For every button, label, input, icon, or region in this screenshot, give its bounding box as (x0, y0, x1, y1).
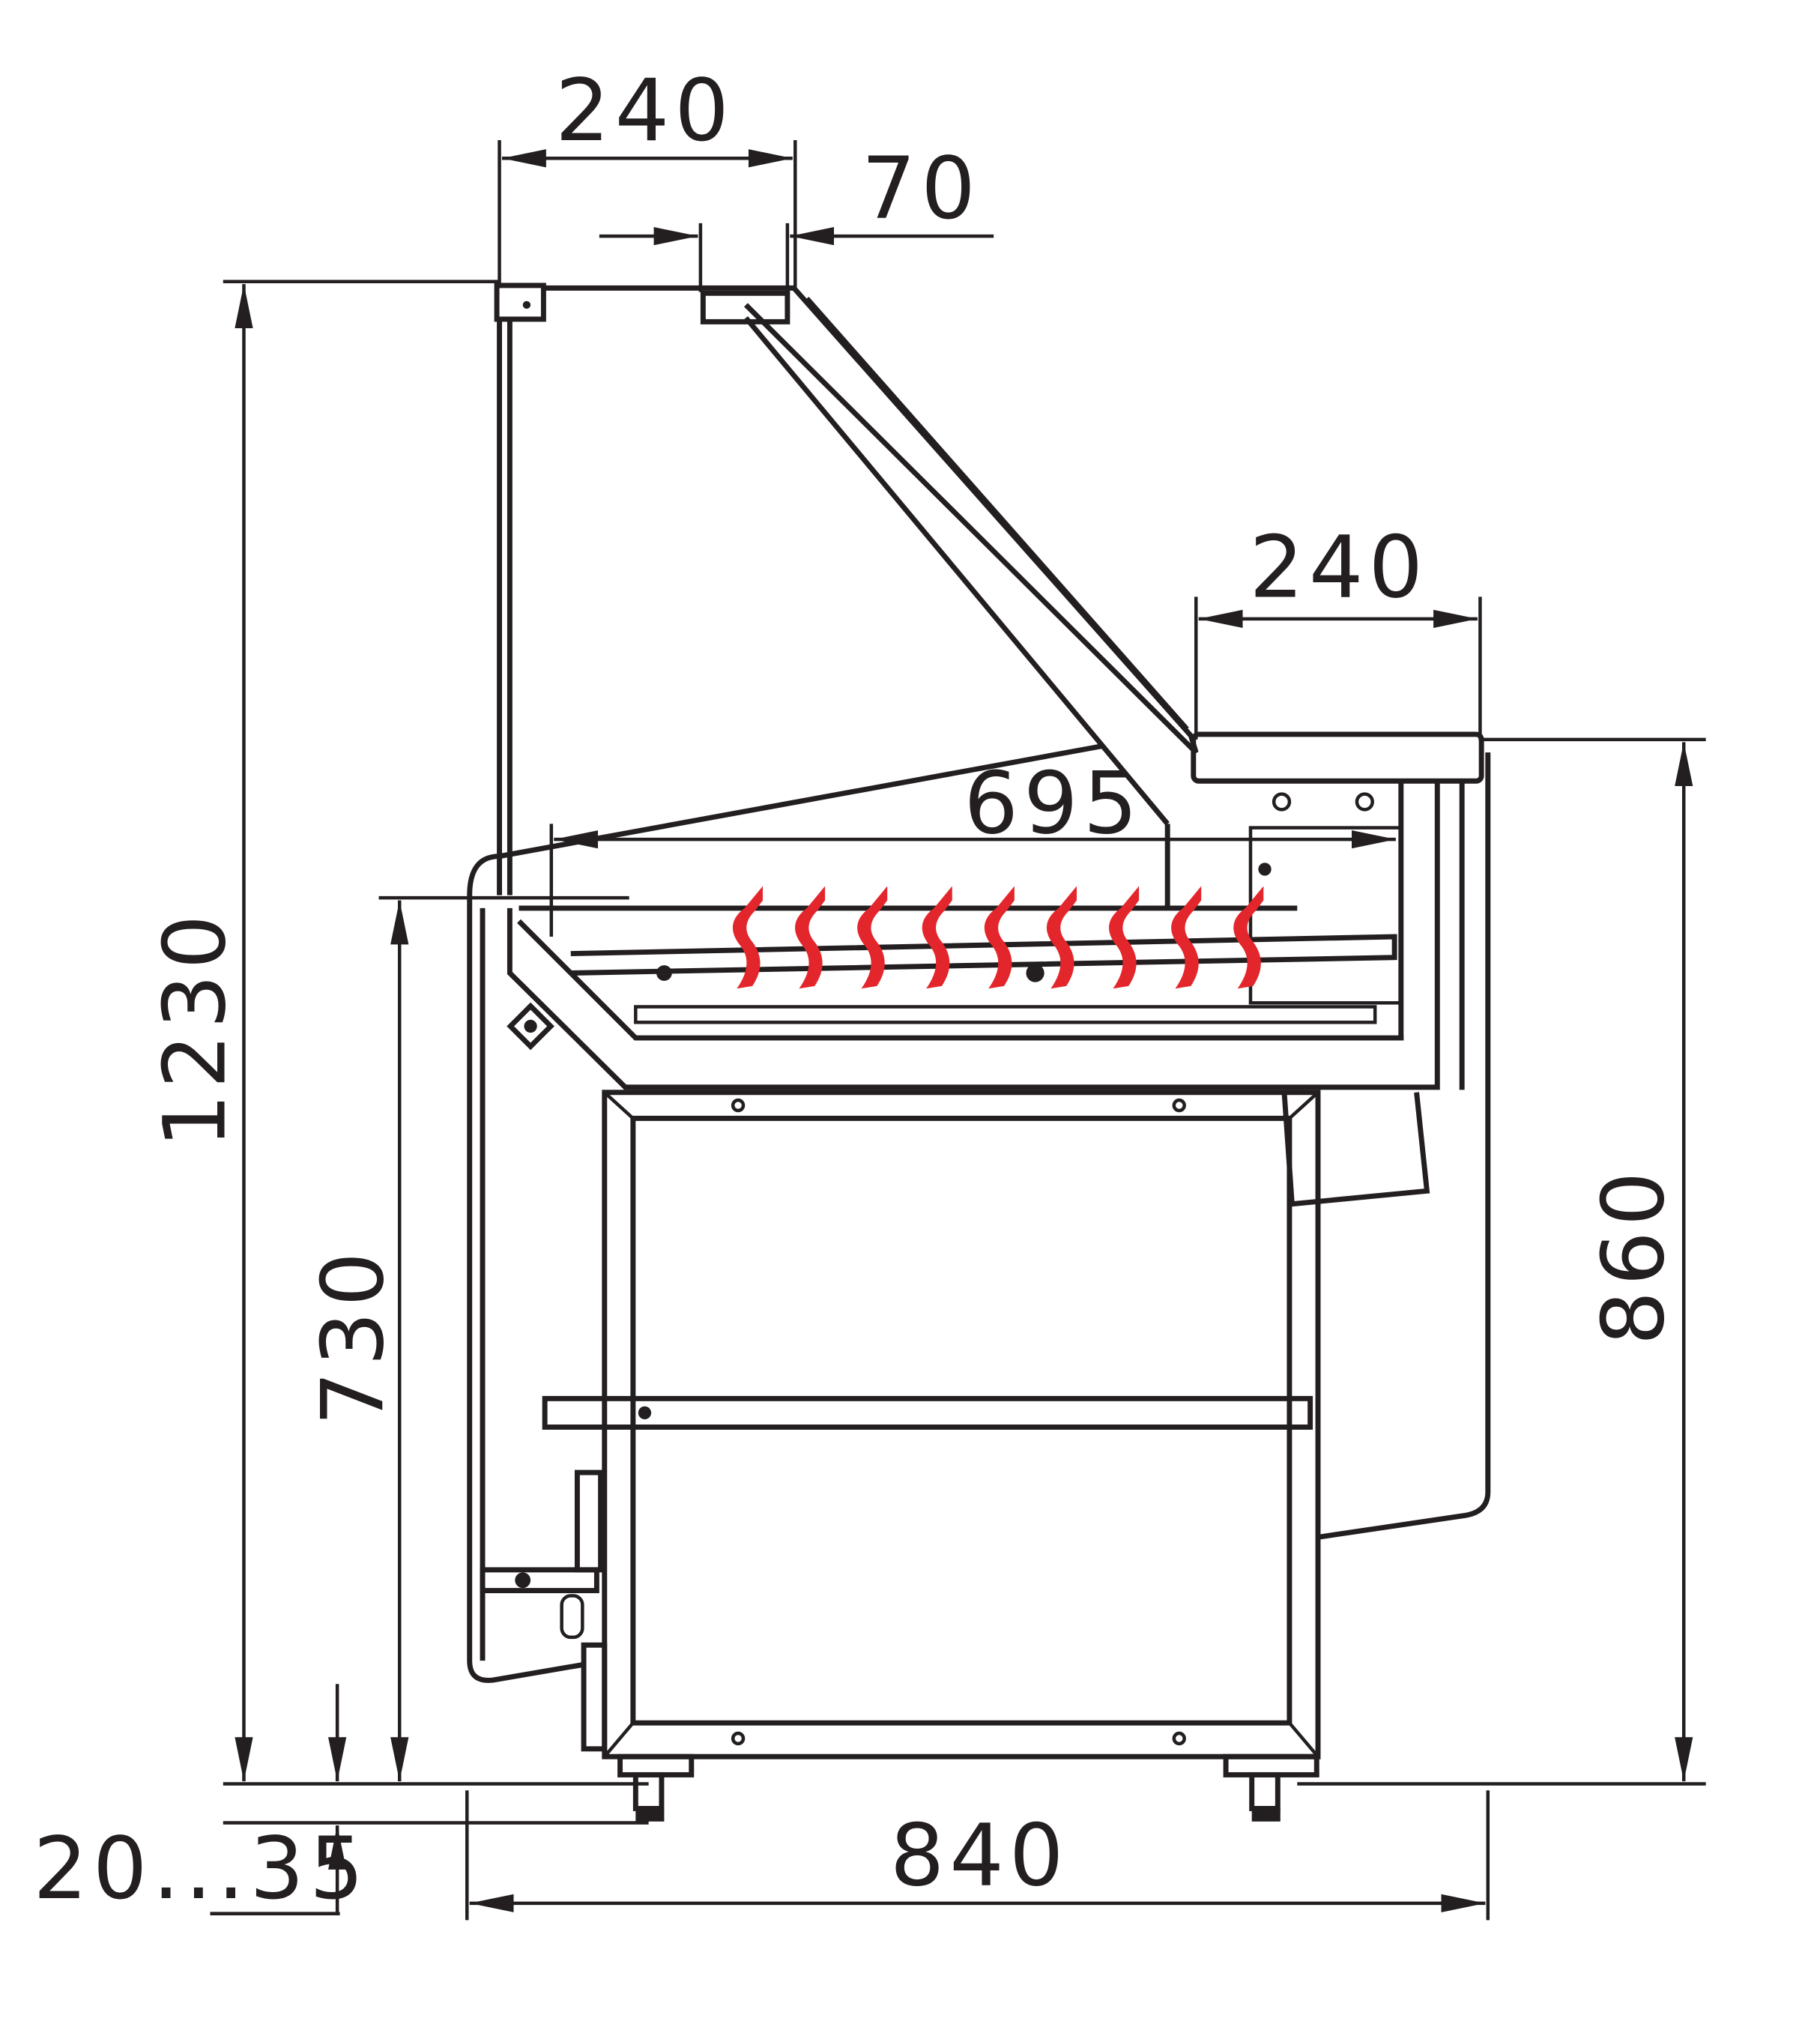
counter-outline (467, 283, 1491, 1822)
heat-icon (1046, 886, 1077, 989)
heat-icon (1233, 886, 1264, 989)
dim-top-glass-depth: 240 (555, 61, 734, 160)
heat-icon (922, 886, 952, 989)
dim-total-height: 1230 (145, 910, 245, 1148)
dim-top-shelf-depth: 240 (1249, 517, 1428, 617)
dim-counter-height: 730 (303, 1247, 403, 1426)
heat-icons (732, 886, 1264, 989)
dim-display-depth: 695 (964, 754, 1143, 854)
heat-icon (732, 886, 763, 989)
heat-icon (795, 886, 826, 989)
heat-icon (857, 886, 888, 989)
dim-rear-height: 860 (1584, 1167, 1684, 1346)
dim-foot-adjustment: 20...35 (33, 1819, 369, 1918)
heat-icon (1171, 886, 1202, 989)
heat-icon (984, 886, 1015, 989)
dim-total-depth: 840 (890, 1806, 1069, 1906)
dim-top-glass-offset: 70 (862, 139, 981, 238)
heat-icon (1109, 886, 1140, 989)
dimension-lines (210, 140, 1706, 1921)
